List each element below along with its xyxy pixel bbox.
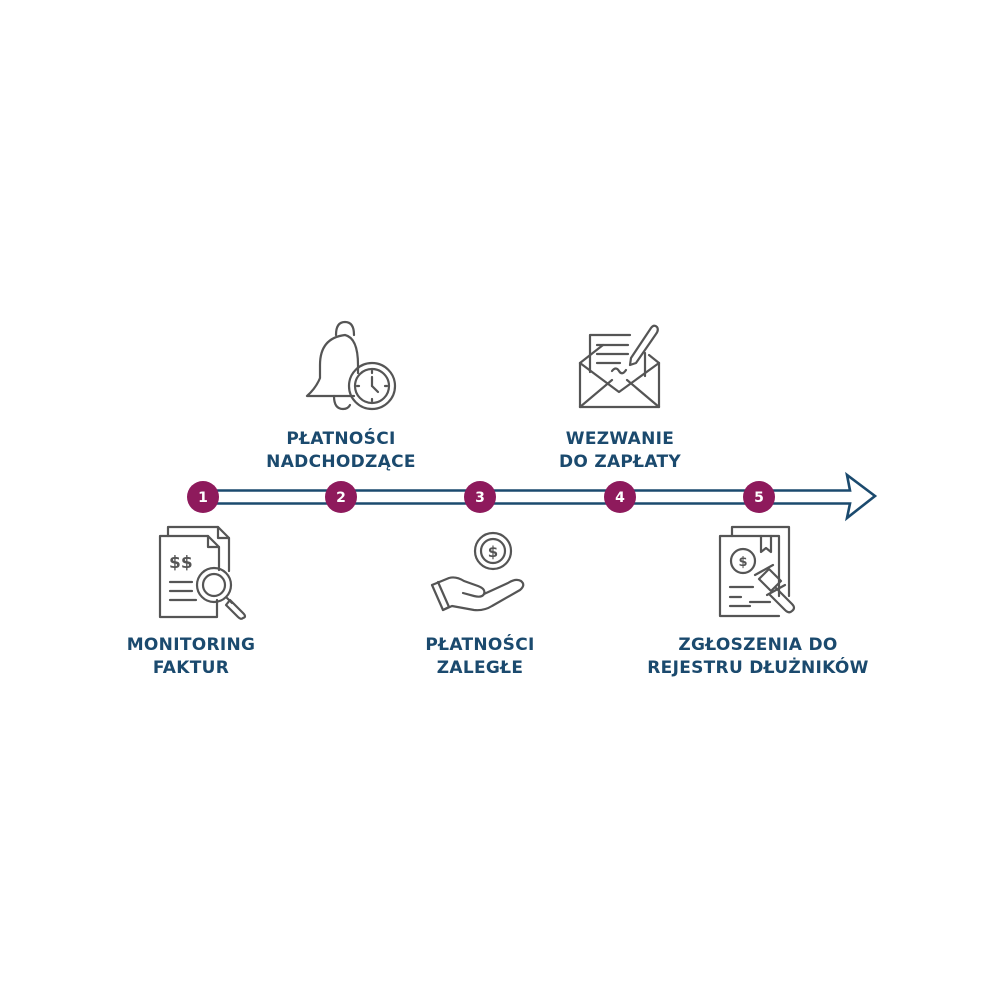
step-2-label-line1: PŁATNOŚCI <box>286 427 395 449</box>
step-number: 3 <box>475 490 485 506</box>
step-5-label-line2: REJESTRU DŁUŻNIKÓW <box>647 656 868 678</box>
step-marker-circle <box>464 481 496 513</box>
step-4-label-line1: WEZWANIE <box>566 429 674 449</box>
step-marker-5: 5 <box>743 481 775 513</box>
step-marker-3: 3 <box>464 481 496 513</box>
step-number: 1 <box>198 490 208 506</box>
step-marker-circle <box>743 481 775 513</box>
invoice-search-icon: $$ <box>158 525 247 620</box>
timeline-arrow <box>200 471 878 522</box>
step-marker-circle <box>604 481 636 513</box>
svg-text:$$: $$ <box>169 553 193 573</box>
bell-clock-icon <box>305 320 397 411</box>
step-1-label-line1: MONITORING <box>127 635 256 655</box>
hand-coin-icon: $ <box>430 531 525 612</box>
svg-text:$: $ <box>738 555 747 570</box>
step-marker-circle <box>325 481 357 513</box>
step-marker-4: 4 <box>604 481 636 513</box>
step-3-label-line1: PŁATNOŚCI <box>425 633 534 655</box>
step-5-label-line1: ZGŁOSZENIA DO <box>678 635 837 655</box>
step-marker-circle <box>187 481 219 513</box>
step-2-label-line2: NADCHODZĄCE <box>266 452 416 472</box>
step-4-label-line2: DO ZAPŁATY <box>559 452 681 472</box>
step-number: 5 <box>754 490 764 506</box>
step-marker-2: 2 <box>325 481 357 513</box>
step-number: 2 <box>336 490 346 506</box>
step-1-label-line2: FAKTUR <box>153 658 229 678</box>
step-3-label-line2: ZALEGŁE <box>437 658 524 678</box>
svg-text:$: $ <box>488 543 498 561</box>
step-number: 4 <box>615 490 625 506</box>
document-gavel-icon: $ <box>718 525 796 618</box>
envelope-letter-icon <box>578 324 661 409</box>
timeline-arrow-body <box>200 471 878 522</box>
step-marker-1: 1 <box>187 481 219 513</box>
